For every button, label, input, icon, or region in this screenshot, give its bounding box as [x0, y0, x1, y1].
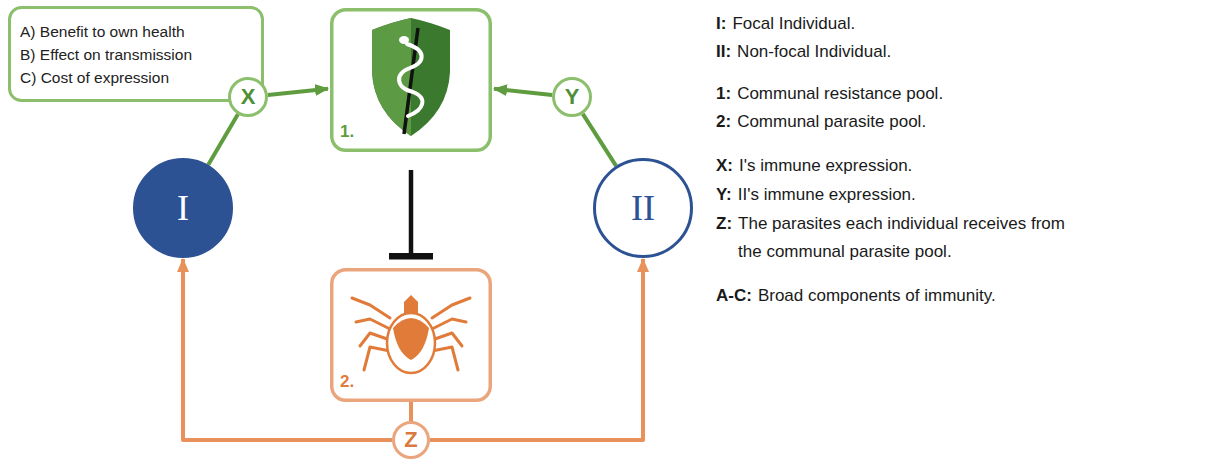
key-symbol: I: — [716, 10, 726, 38]
individual-numeral: II — [631, 187, 655, 229]
key-description: Focal Individual. — [732, 10, 855, 38]
key-description: Communal parasite pool. — [737, 108, 926, 136]
flow-arrow — [208, 114, 238, 165]
node-content: 2. — [330, 268, 492, 402]
key-row: Z:The parasites each individual receives… — [716, 210, 1078, 266]
key-symbol: II: — [716, 38, 731, 66]
flow-arrow — [430, 259, 643, 440]
flow-arrow — [409, 402, 413, 421]
key-row: Y:II's immune expression. — [716, 181, 916, 209]
pool-number: 1. — [340, 122, 354, 142]
node-content: X — [228, 77, 268, 117]
flow-arrow — [268, 89, 328, 95]
key-row: II: Non-focal Individual. — [716, 38, 891, 66]
box-outline — [330, 8, 492, 152]
focal-individual-circle: I — [133, 158, 233, 258]
key-symbol: 2: — [716, 108, 731, 136]
flow-arrow — [583, 114, 616, 166]
shield-icon — [372, 18, 450, 136]
component-text: A) Benefit to own health — [20, 20, 185, 43]
node-content: 1. — [330, 8, 492, 152]
key-description: Non-focal Individual. — [737, 38, 891, 66]
box-outline — [330, 268, 492, 402]
node-content: Z — [392, 421, 430, 459]
nonfocal-individual-circle: II — [593, 158, 693, 258]
node-content: Y — [552, 77, 592, 117]
individual-numeral: I — [177, 187, 189, 229]
key-symbol: 1: — [716, 80, 731, 108]
node-content: II — [593, 158, 693, 258]
flow-arrow — [183, 259, 392, 440]
variable-letter: Y — [565, 84, 580, 110]
key-symbol: A-C: — [716, 282, 752, 310]
node-content: A) Benefit to own healthB) Effect on tra… — [8, 6, 264, 102]
variable-letter: X — [241, 84, 256, 110]
variable-circle: Y — [552, 77, 592, 117]
key-row: A-C:Broad components of immunity. — [716, 282, 996, 310]
variable-circle: X — [228, 77, 268, 117]
inhibition-connector — [409, 170, 414, 256]
key-symbol: Z: — [716, 210, 732, 238]
variable-letter: Z — [404, 427, 417, 453]
parasite-pool-box: 2. — [330, 268, 492, 402]
key-description: Communal resistance pool. — [737, 80, 943, 108]
key-symbol: Y: — [716, 181, 732, 209]
key-description: II's immune expression. — [738, 181, 916, 209]
key-description: Broad components of immunity. — [758, 282, 996, 310]
node-content: I — [133, 158, 233, 258]
key-description: The parasites each individual receives f… — [738, 210, 1078, 266]
key-symbol: X: — [716, 152, 733, 180]
pool-number: 2. — [340, 372, 354, 392]
key-row: 1:Communal resistance pool. — [716, 80, 943, 108]
resistance-pool-box: 1. — [330, 8, 492, 152]
component-text: C) Cost of expression — [20, 66, 169, 89]
flow-arrow — [494, 89, 552, 95]
component-text: B) Effect on transmission — [20, 43, 192, 66]
key-row: I:Focal Individual. — [716, 10, 855, 38]
key-row: X:I's immune expression. — [716, 152, 912, 180]
key-description: I's immune expression. — [739, 152, 912, 180]
component-box: A) Benefit to own healthB) Effect on tra… — [8, 6, 264, 102]
key-row: 2:Communal parasite pool. — [716, 108, 926, 136]
variable-circle: Z — [392, 421, 430, 459]
tick-icon — [352, 295, 470, 373]
